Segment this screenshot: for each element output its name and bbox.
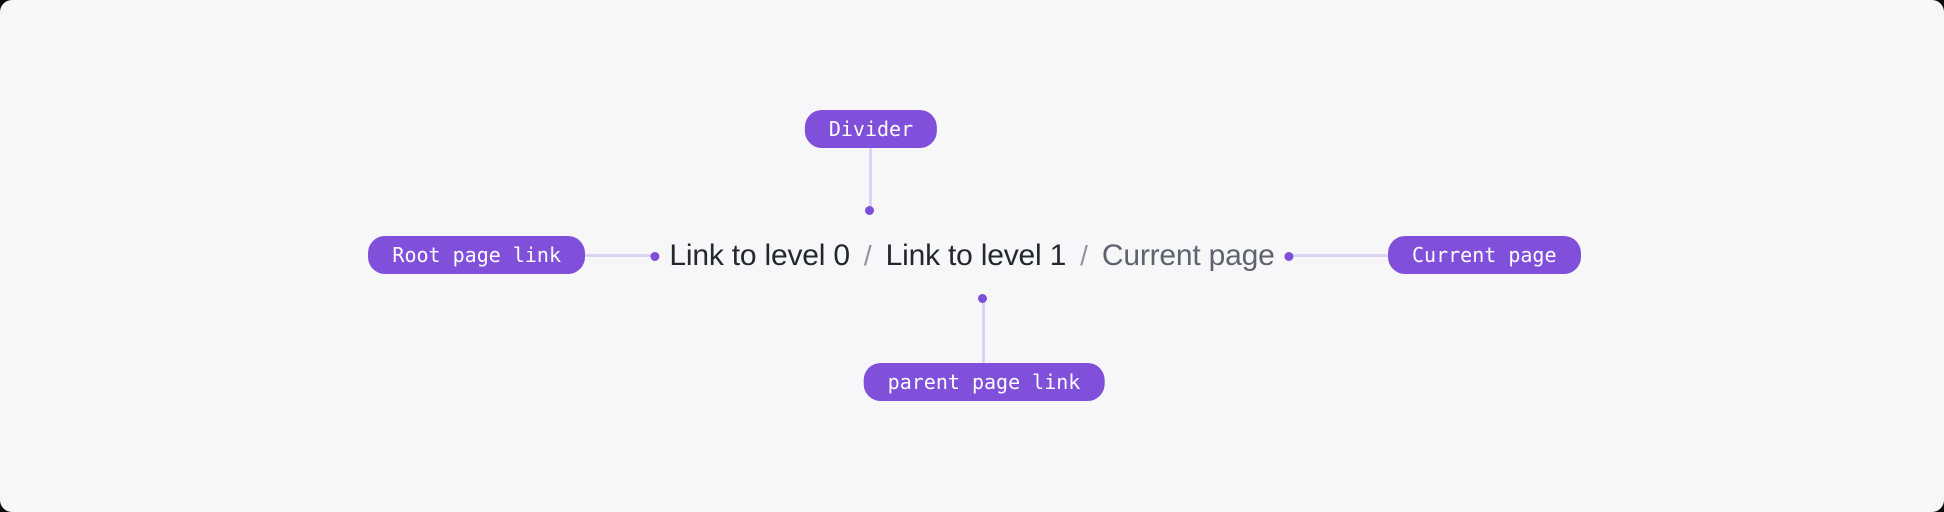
connector-line-divider xyxy=(869,148,872,208)
connector-dot-current xyxy=(1284,251,1294,261)
connector-dot-parent xyxy=(978,294,987,303)
connector-line-parent xyxy=(982,300,985,363)
annotation-badge-parent-page-link: parent page link xyxy=(863,363,1105,401)
connector-line-current xyxy=(1285,254,1388,257)
breadcrumb-link-level-0[interactable]: Link to level 0 xyxy=(669,239,850,272)
connector-dot-root xyxy=(650,251,660,261)
breadcrumb-separator: / xyxy=(863,240,872,271)
breadcrumb-link-level-1[interactable]: Link to level 1 xyxy=(885,239,1067,272)
connector-line-root xyxy=(585,254,655,257)
connector-dot-divider xyxy=(865,206,874,215)
breadcrumb: Link to level 0 / Link to level 1 / Curr… xyxy=(650,239,1294,273)
annotation-badge-current-page: Current page xyxy=(1388,236,1581,274)
breadcrumb-current-page: Current page xyxy=(1101,239,1275,272)
annotation-badge-root-page-link: Root page link xyxy=(368,236,585,274)
annotation-badge-divider: Divider xyxy=(804,110,938,148)
breadcrumb-separator: / xyxy=(1080,240,1088,271)
